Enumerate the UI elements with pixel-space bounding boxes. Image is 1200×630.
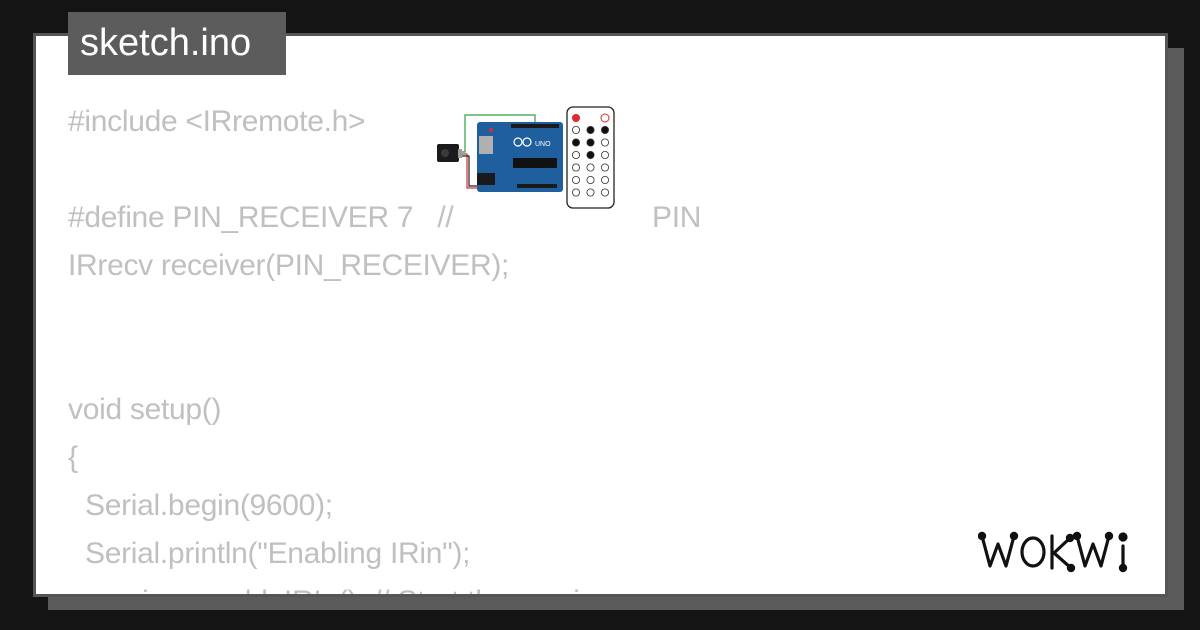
remote-key <box>600 163 609 172</box>
remote-key <box>586 151 595 160</box>
remote-key <box>571 125 580 134</box>
remote-key <box>571 163 580 172</box>
code-line-serial-println: Serial.println("Enabling IRin"); <box>85 537 471 570</box>
remote-key <box>600 188 609 197</box>
remote-key <box>600 151 609 160</box>
code-line-include: #include <IRremote.h> <box>68 105 366 138</box>
remote-power-button <box>572 114 580 122</box>
remote-key <box>586 188 595 197</box>
filename-tab: sketch.ino <box>68 12 286 75</box>
remote-key <box>600 125 609 134</box>
remote-key <box>586 138 595 147</box>
code-line-serial-begin: Serial.begin(9600); <box>85 489 333 522</box>
arduino-uno-board: UNO <box>477 122 563 192</box>
remote-key <box>586 163 595 172</box>
remote-keypad <box>571 125 609 197</box>
code-line-define-tail: PIN <box>652 201 702 234</box>
code-line-define: #define PIN_RECEIVER 7 // <box>68 201 454 234</box>
board-label: UNO <box>535 141 551 148</box>
remote-key <box>571 176 580 185</box>
remote-key <box>571 151 580 160</box>
code-line-brace: { <box>68 441 78 474</box>
ir-receiver <box>437 144 462 162</box>
preview-card: #include <IRremote.h> #define PIN_RECEIV… <box>33 33 1168 597</box>
remote-key <box>586 176 595 185</box>
remote-key <box>571 188 580 197</box>
code-line-enable-ir: receiver.enableIRIn(); // Start the rece… <box>85 584 621 594</box>
circuit-diagram: UNO <box>437 106 615 209</box>
remote-key <box>586 125 595 134</box>
remote-key <box>571 138 580 147</box>
code-line-setup: void setup() <box>68 393 222 426</box>
wokwi-logo <box>978 531 1128 573</box>
remote-key <box>600 138 609 147</box>
code-line-receiver: IRrecv receiver(PIN_RECEIVER); <box>68 249 510 282</box>
remote-key <box>600 176 609 185</box>
